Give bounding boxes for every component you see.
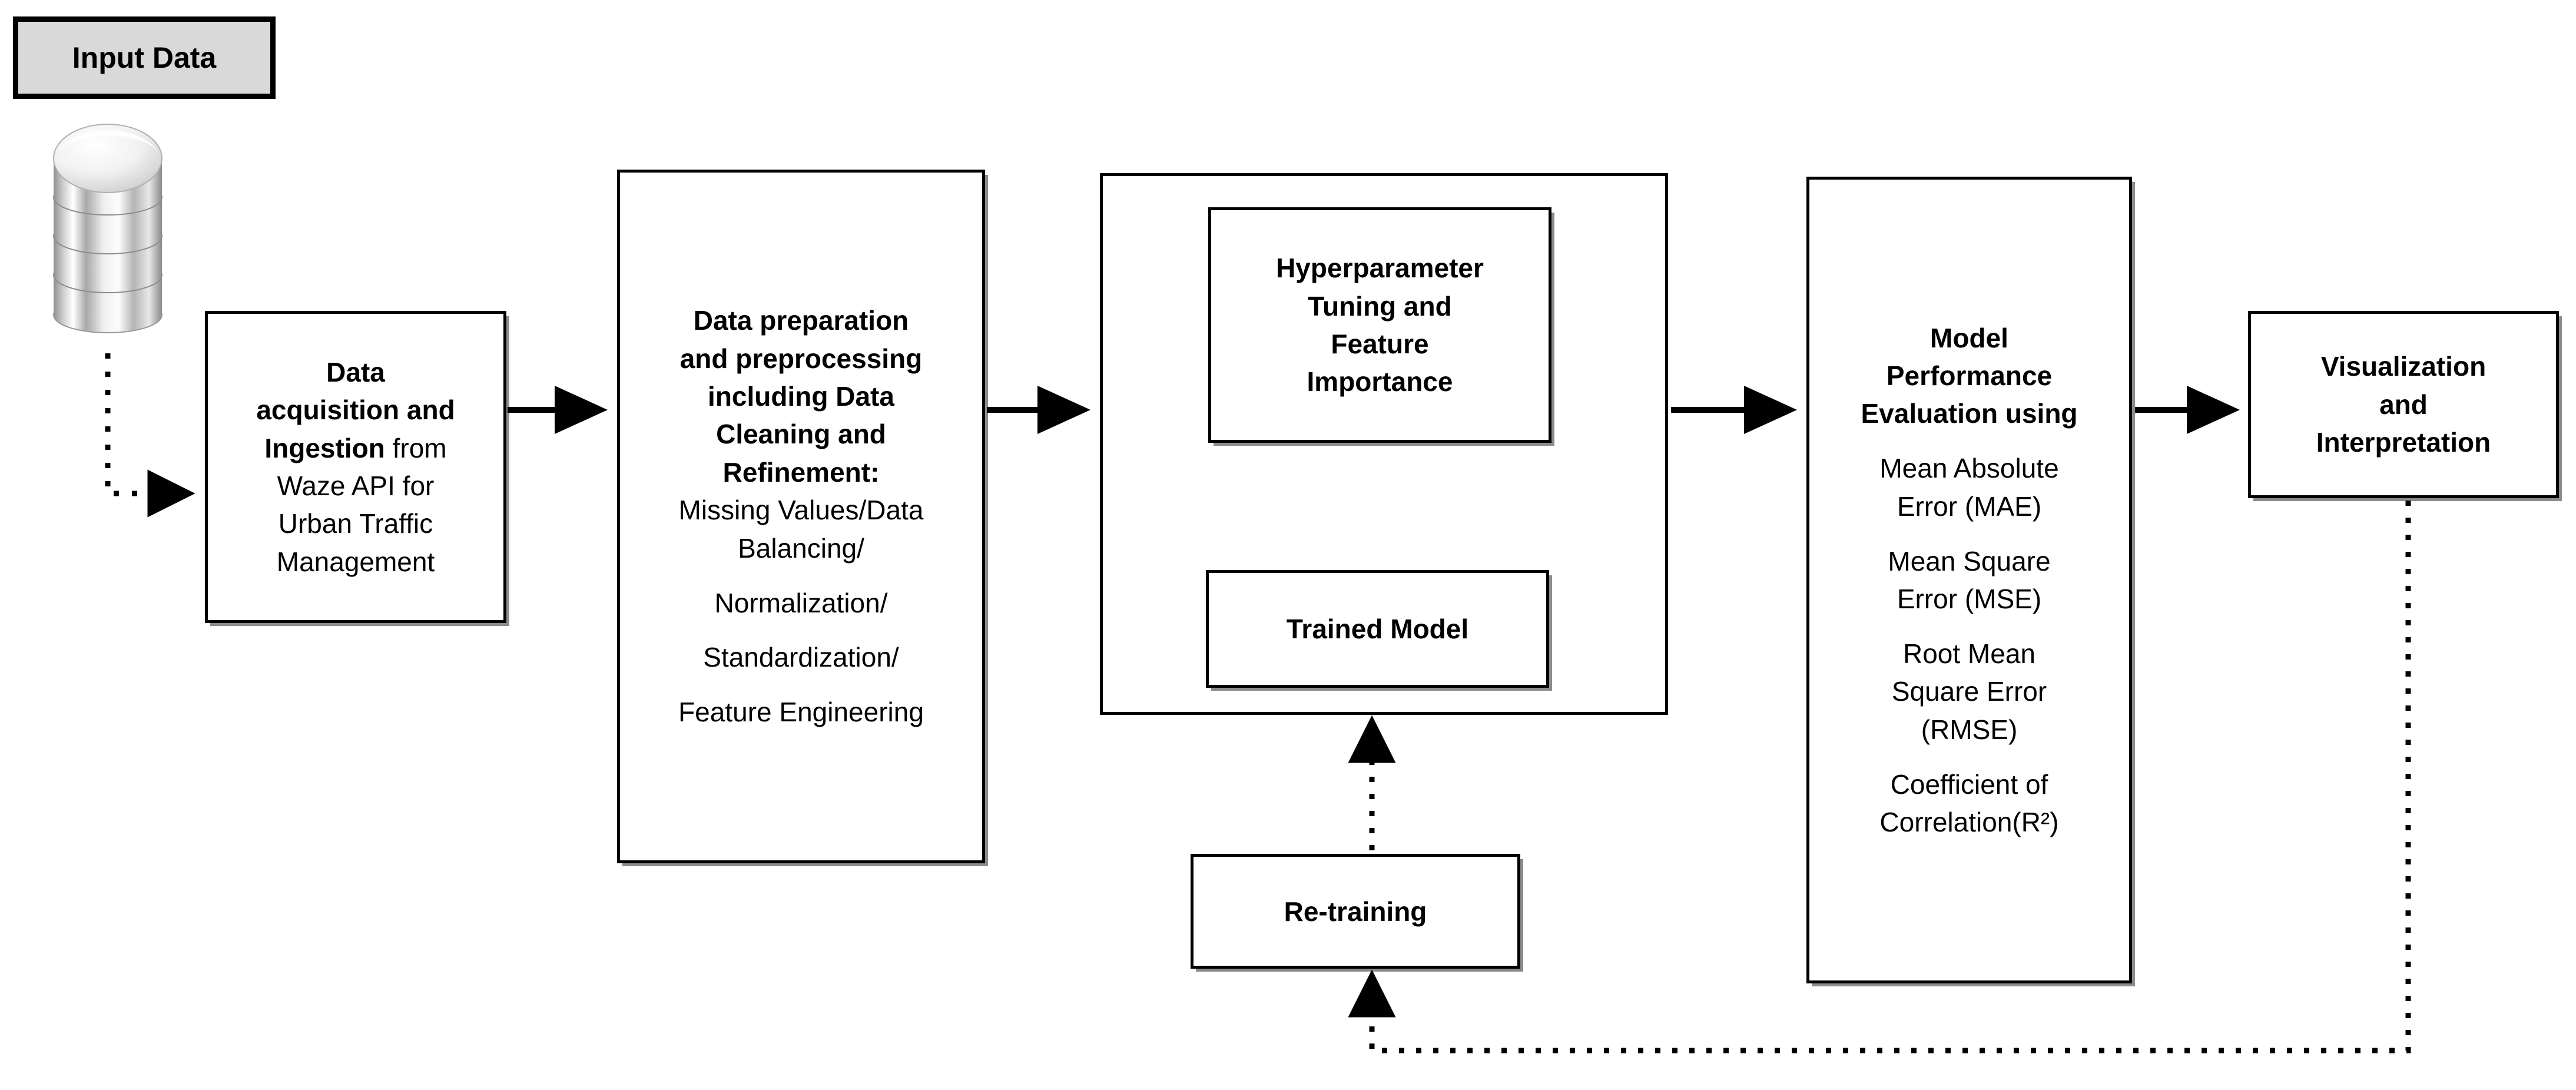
eval-line-3: Evaluation using — [1861, 398, 2078, 429]
eval-spacer-0 — [1809, 433, 2129, 450]
prep-item-feature-engineering: Feature Engineering — [678, 697, 924, 728]
ingestion-line-4: Waze API for — [277, 471, 435, 501]
ingestion-regular-fragment: from — [384, 432, 447, 463]
node-model-performance-evaluation[interactable]: Model Performance Evaluation using Mean … — [1806, 177, 2132, 983]
eval-spacer-2 — [1809, 618, 2129, 635]
ingestion-line-3: Ingestion from — [208, 429, 503, 467]
viz-line-2: and — [2379, 389, 2428, 420]
eval-metric-mae-line-2: Error (MAE) — [1897, 491, 2042, 522]
prep-line-5: Refinement: — [722, 456, 880, 488]
eval-line-2: Performance — [1886, 360, 2053, 392]
prep-spacer-2 — [620, 622, 982, 639]
ingestion-line-5: Urban Traffic — [278, 508, 433, 539]
prep-item-missing-values: Missing Values/Data — [678, 495, 924, 526]
eval-metric-mse-line-1: Mean Square — [1888, 545, 2051, 577]
hyperparam-line-3: Feature — [1331, 329, 1429, 359]
connector-db-to-ingestion — [105, 353, 195, 518]
prep-line-3: including Data — [708, 381, 894, 412]
database-stack-icon — [34, 121, 181, 350]
hyperparam-line-2: Tuning and — [1308, 290, 1452, 322]
prep-line-4: Cleaning and — [716, 419, 886, 450]
eval-metric-rmse-line-1: Root Mean — [1902, 638, 2035, 669]
node-data-preparation-preprocessing[interactable]: Data preparation and preprocessing inclu… — [617, 170, 985, 863]
prep-item-standardization: Standardization/ — [703, 642, 899, 673]
eval-metric-rmse-line-2: Square Error — [1891, 676, 2047, 707]
input-data-badge: Input Data — [13, 16, 276, 99]
node-visualization-interpretation[interactable]: Visualization and Interpretation — [2248, 311, 2559, 498]
prep-spacer-1 — [620, 567, 982, 584]
prep-item-balancing: Balancing/ — [738, 532, 864, 564]
prep-line-2: and preprocessing — [679, 343, 923, 374]
ingestion-line-2: acquisition and — [256, 395, 455, 426]
eval-metric-rmse-line-3: (RMSE) — [1921, 714, 2018, 745]
node-retraining[interactable]: Re-training — [1191, 854, 1520, 969]
eval-metric-mae-line-1: Mean Absolute — [1879, 453, 2059, 484]
database-icon-svg — [53, 124, 163, 333]
node-hyperparameter-tuning[interactable]: Hyperparameter Tuning and Feature Import… — [1208, 207, 1551, 443]
prep-line-1: Data preparation — [693, 305, 909, 336]
ingestion-line-1: Data — [326, 356, 385, 387]
eval-spacer-1 — [1809, 525, 2129, 542]
trained-model-label: Trained Model — [1286, 614, 1469, 644]
eval-metric-r2-line-2: Correlation(R²) — [1879, 806, 2059, 837]
node-trained-model[interactable]: Trained Model — [1206, 570, 1549, 688]
prep-item-normalization: Normalization/ — [714, 587, 888, 618]
viz-line-1: Visualization — [2320, 351, 2487, 382]
eval-line-1: Model — [1930, 322, 2008, 353]
connector-visualization-to-retraining — [1348, 501, 2411, 1053]
hyperparam-line-4: Importance — [1307, 366, 1453, 397]
ingestion-bold-fragment: Ingestion — [264, 432, 385, 463]
eval-metric-r2-line-1: Coefficient of — [1890, 768, 2048, 800]
eval-spacer-3 — [1809, 748, 2129, 766]
eval-metric-mse-line-2: Error (MSE) — [1897, 584, 2042, 614]
ingestion-line-6: Management — [276, 546, 435, 577]
input-data-label: Input Data — [72, 41, 217, 74]
node-data-acquisition-ingestion[interactable]: Data acquisition and Ingestion from Waze… — [205, 311, 506, 623]
retraining-label: Re-training — [1284, 896, 1427, 927]
hyperparam-line-1: Hyperparameter — [1276, 253, 1484, 284]
viz-line-3: Interpretation — [2316, 427, 2491, 458]
prep-spacer-3 — [620, 677, 982, 694]
